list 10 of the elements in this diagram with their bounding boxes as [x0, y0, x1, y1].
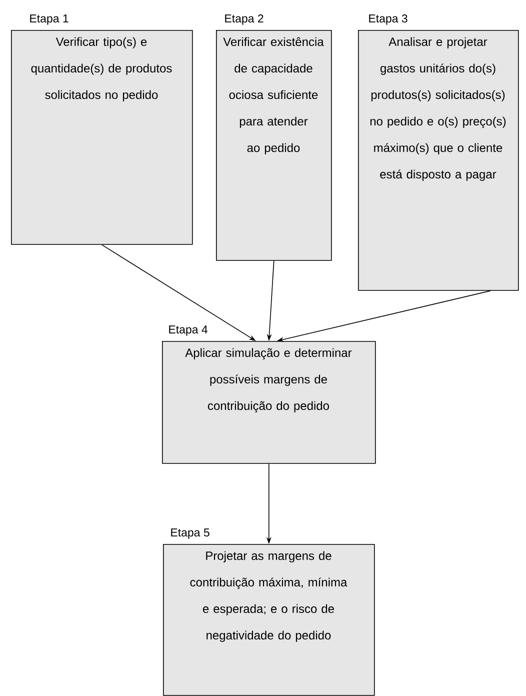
step-heading: Etapa 2 — [225, 14, 264, 25]
step-heading: Etapa 5 — [171, 528, 210, 539]
process-box: Analisar e projetar gastos unitários do(s) produtos(s) solicitados(s) no pedido e o(s) preço(s) máximo(s) que o cliente está disposto a pagar — [358, 30, 519, 291]
process-box: Verificar tipo(s) e quantidade(s) de produtos solicitados no pedido — [11, 30, 193, 245]
process-box: Verificar existência de capacidade ociosa suficiente para atender ao pedido — [216, 30, 332, 261]
process-box: Projetar as margens de contribuição máxima, mínima e esperada; e o risco de negatividade do pedido — [163, 544, 375, 696]
process-box: Aplicar simulação e determinar possíveis margens de contribuição do pedido — [162, 341, 376, 464]
step-heading: Etapa 4 — [169, 326, 208, 336]
step-heading: Etapa 1 — [30, 14, 68, 25]
step-heading: Etapa 3 — [369, 14, 408, 25]
